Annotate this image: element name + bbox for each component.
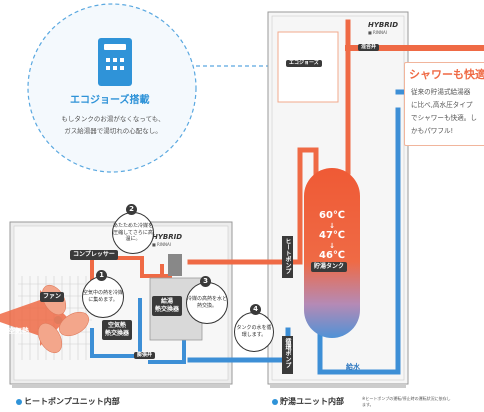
heatpump-footer: ヒートポンプユニット内部: [16, 396, 120, 407]
step-2-badge: 2: [126, 204, 137, 215]
bullet-icon: [16, 398, 22, 405]
mix-valve-label: 混合弁: [358, 44, 380, 51]
shower-line-3: でシャワーも快適。し: [411, 114, 477, 122]
air-heat-label: 空気熱: [8, 327, 29, 335]
step4-note: タンクの水を循環します。: [234, 312, 274, 352]
shower-line-1: 従来の貯湯式給湯器: [411, 88, 471, 96]
bubble-line-2: ガス給湯器で湯切れの心配なし。: [64, 127, 162, 135]
connection-pipes: [187, 147, 303, 363]
tank-label: 貯湯タンク: [311, 262, 348, 272]
temp-46: 46℃: [318, 250, 346, 261]
bubble-title: エコジョーズ搭載: [70, 95, 150, 106]
shower-title: シャワーも快適: [409, 68, 484, 81]
step3-note: 冷媒の高熱を水と熱交換。: [186, 282, 228, 324]
bullet-icon: [272, 398, 278, 405]
step-3-badge: 3: [200, 276, 211, 287]
storage-tank: [304, 168, 360, 338]
gas-heater-bubble: [27, 3, 197, 173]
storage-brand: HYBRID: [368, 21, 399, 29]
compressor-body: [168, 254, 182, 276]
shower-line-4: かもパワフル!: [411, 127, 454, 135]
storage-brand-sub: ■ RINNAI: [368, 30, 387, 35]
temp-arrow-2: ↓: [329, 242, 335, 250]
ecojoze-label: エコジョーズ: [286, 60, 322, 67]
gas-heater-icon: [98, 38, 132, 86]
heatpump-pipe-label: ヒートポンプ: [282, 236, 293, 278]
fan-hub: [54, 316, 62, 324]
heatpump-brand: HYBRID: [152, 233, 183, 241]
fan-label: ファン: [40, 292, 65, 302]
compressor-label: コンプレッサー: [70, 250, 118, 260]
water-hx-label: 給湯 熱交換器: [152, 296, 183, 316]
air-hx-label: 空気熱 熱交換器: [102, 320, 133, 340]
water-supply-label: 給水: [346, 363, 360, 371]
temp-arrow-1: ↓: [329, 222, 335, 230]
ecojoze-box: [277, 31, 339, 103]
temp-60: 60℃: [318, 210, 346, 221]
step-1-badge: 1: [96, 270, 107, 281]
step1-note: 空気中の熱を冷媒に集めます。: [82, 276, 124, 318]
shower-line-2: に比べ,高水圧タイプ: [411, 101, 473, 109]
bubble-line-1: もしタンクのお湯がなくなっても、: [61, 115, 165, 123]
expansion-valve-label: 膨張弁: [134, 352, 156, 359]
pump-label: 循環ポンプ: [282, 336, 293, 374]
heatpump-brand-sub: ■ RINNAI: [152, 242, 171, 247]
step2-note: あたためた冷媒を圧縮してさらに高温に。: [112, 212, 154, 254]
step-4-badge: 4: [250, 304, 261, 315]
storage-footnote: ※ヒートポンプの運転/停止時の運転状況に依存します。: [362, 396, 451, 407]
storage-footer: 貯湯ユニット内部: [272, 396, 344, 407]
shower-card: シャワーも快適 従来の貯湯式給湯器 に比べ,高水圧タイプ でシャワーも快適。し …: [404, 62, 484, 146]
temp-47: 47℃: [318, 230, 346, 241]
